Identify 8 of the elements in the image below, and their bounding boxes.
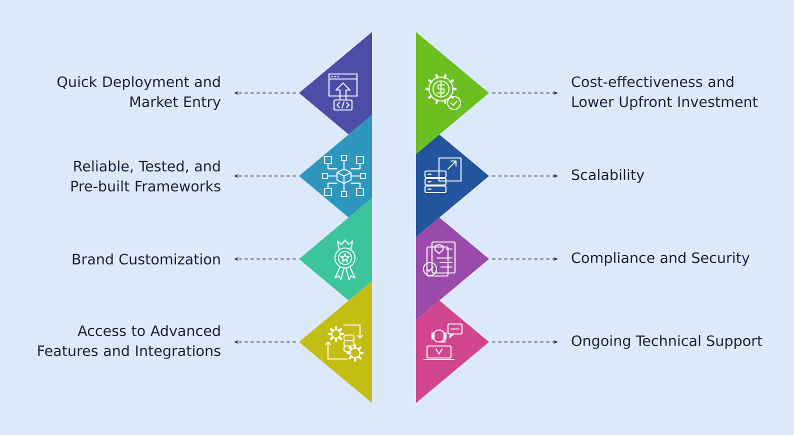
text: Access to Advanced Features and Integrations bbox=[38, 325, 220, 359]
text: Scalability bbox=[572, 169, 644, 183]
text: Compliance and Security bbox=[572, 252, 750, 266]
text: Quick Deployment and Market Entry bbox=[57, 76, 221, 110]
text: Cost-effectiveness and Lower Upfront Investment bbox=[572, 76, 758, 110]
text: Ongoing Technical Support bbox=[572, 335, 762, 349]
text: Brand Customization bbox=[72, 253, 220, 265]
text: Reliable, Tested, and Pre-built Frameworks bbox=[71, 160, 220, 192]
